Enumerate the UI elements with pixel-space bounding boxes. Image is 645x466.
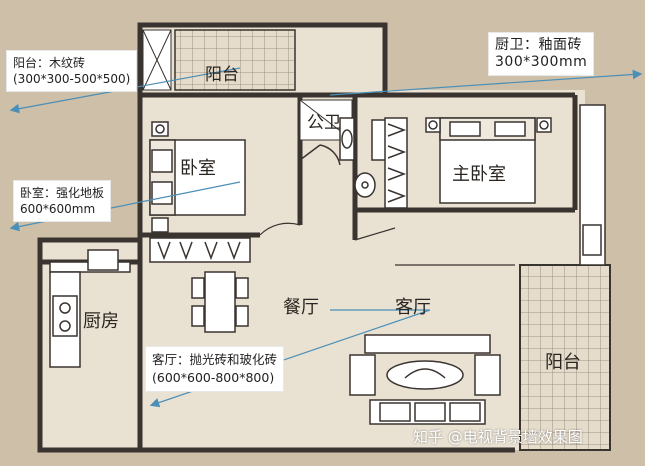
callout-living-room: 客厅：抛光砖和玻化砖 (600*600-800*800) bbox=[145, 346, 285, 392]
label-public-bath: 公卫 bbox=[307, 113, 341, 133]
label-balcony-right: 阳台 bbox=[545, 352, 581, 373]
callout-kitchen-bath-title: 厨卫：釉面砖 bbox=[495, 37, 582, 53]
balcony-right-tiles bbox=[519, 264, 611, 451]
bedroom-bed bbox=[149, 121, 246, 233]
callout-bedroom: 卧室：强化地板 600*600mm bbox=[13, 180, 112, 222]
label-master-bedroom: 主卧室 bbox=[452, 164, 506, 185]
label-dining: 餐厅 bbox=[283, 297, 319, 318]
callout-balcony: 阳台：木纹砖 (300*300-500*500) bbox=[6, 50, 138, 92]
label-balcony-top: 阳台 bbox=[205, 65, 239, 85]
callout-kitchen-bath-size: 300*300mm bbox=[495, 54, 588, 70]
callout-bedroom-size: 600*600mm bbox=[20, 202, 96, 216]
watermark: 知乎 @电视背景墙效果图 bbox=[413, 428, 583, 446]
callout-kitchen-bath: 厨卫：釉面砖 300*300mm bbox=[488, 32, 595, 76]
balcony-right-frame bbox=[579, 104, 606, 266]
bathroom-fixtures bbox=[299, 117, 387, 198]
label-kitchen: 厨房 bbox=[83, 311, 119, 332]
callout-living-room-title: 客厅：抛光砖和玻化砖 bbox=[152, 352, 278, 367]
balcony-top-tiles bbox=[174, 29, 296, 91]
sofa-set bbox=[349, 334, 501, 425]
dining-table bbox=[191, 271, 249, 333]
label-bedroom: 卧室 bbox=[180, 158, 216, 179]
callout-bedroom-title: 卧室：强化地板 bbox=[20, 186, 105, 200]
master-wardrobe bbox=[384, 117, 408, 209]
callout-balcony-size: (300*300-500*500) bbox=[13, 72, 131, 86]
doors bbox=[259, 222, 515, 266]
wardrobe bbox=[149, 237, 251, 263]
kitchen-fixtures bbox=[49, 249, 131, 368]
callout-living-room-size: (600*600-800*800) bbox=[152, 370, 275, 385]
master-bed bbox=[425, 117, 552, 204]
label-living: 客厅 bbox=[395, 297, 431, 318]
callout-balcony-title: 阳台：木纹砖 bbox=[13, 56, 86, 70]
